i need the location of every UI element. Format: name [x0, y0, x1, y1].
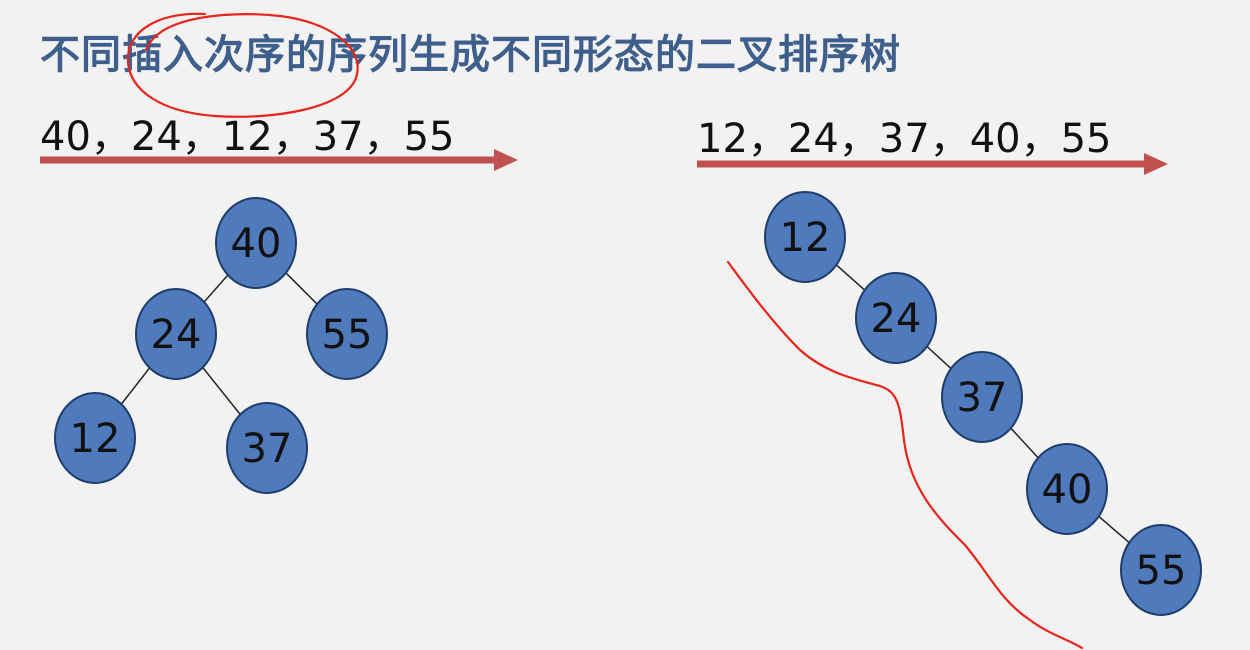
node-circle: [941, 351, 1023, 443]
node-circle: [215, 197, 297, 289]
node-circle: [226, 402, 308, 494]
right-sequence-arrow: [697, 153, 1168, 175]
right-insertion-sequence: 12，24，37，40，55: [697, 116, 1112, 162]
left-tree-node-55: 55: [306, 288, 388, 380]
node-label: 55: [322, 312, 373, 358]
left-tree-node-24: 24: [135, 288, 217, 380]
node-circle: [855, 272, 937, 364]
node-circle: [135, 288, 217, 380]
left-sequence-arrow: [40, 149, 518, 171]
node-circle: [306, 288, 388, 380]
node-circle: [54, 392, 136, 484]
node-label: 55: [1136, 548, 1187, 594]
node-label: 24: [871, 296, 922, 342]
page-title: 不同插入次序的序列生成不同形态的二叉排序树: [40, 32, 901, 78]
left-tree-node-40: 40: [215, 197, 297, 289]
node-label: 37: [242, 426, 293, 472]
node-label: 12: [780, 215, 831, 261]
node-label: 40: [231, 221, 282, 267]
right-tree-node-55: 55: [1120, 524, 1202, 616]
node-label: 37: [957, 375, 1008, 421]
right-tree-node-37: 37: [941, 351, 1023, 443]
node-circle: [1120, 524, 1202, 616]
node-circle: [1026, 443, 1108, 535]
left-tree-node-12: 12: [54, 392, 136, 484]
right-tree-node-12: 12: [764, 191, 846, 283]
left-tree-node-37: 37: [226, 402, 308, 494]
handwritten-circle-annotation: [126, 12, 359, 118]
node-label: 40: [1042, 467, 1093, 513]
left-insertion-sequence: 40，24，12，37，55: [40, 114, 455, 160]
node-label: 24: [151, 312, 202, 358]
right-tree-node-24: 24: [855, 272, 937, 364]
right-tree-node-40: 40: [1026, 443, 1108, 535]
node-label: 12: [70, 416, 121, 462]
node-circle: [764, 191, 846, 283]
handwritten-line-annotation: [726, 260, 1084, 650]
